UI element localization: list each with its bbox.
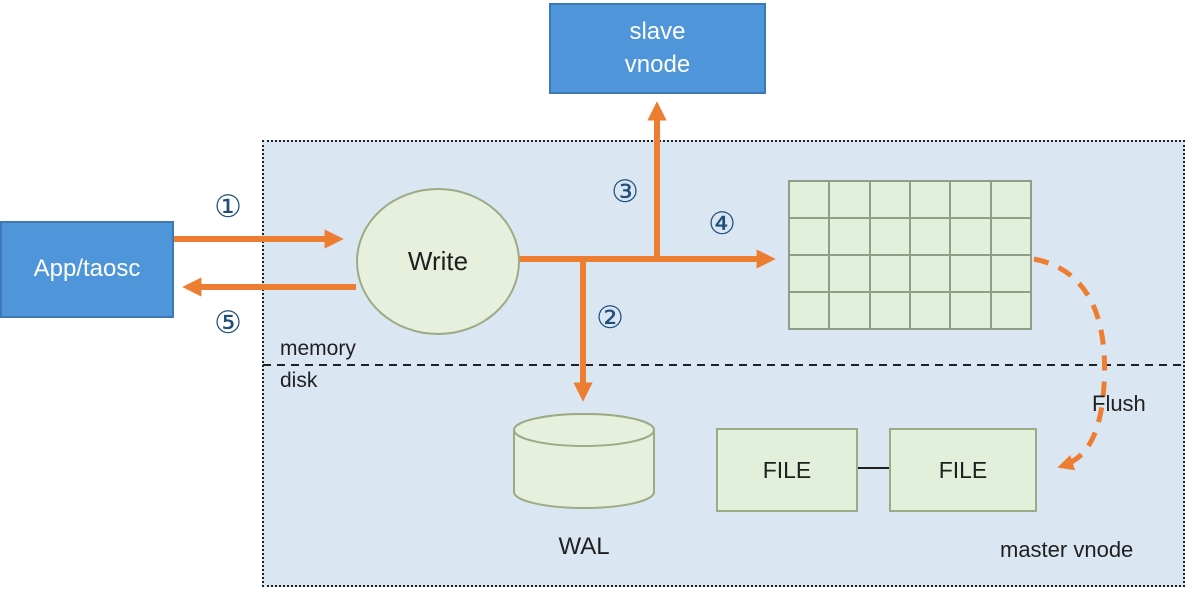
mem-table-grid (788, 180, 1032, 330)
mem-table-cell (789, 218, 830, 255)
step-2-badge: ② (596, 300, 624, 335)
mem-table-cell (829, 218, 870, 255)
mem-table-cell (869, 255, 910, 292)
app-taosc-label: App/taosc (33, 255, 141, 283)
mem-table-cell (990, 292, 1031, 329)
mem-table-cell (950, 255, 991, 292)
mem-table-cell (990, 255, 1031, 292)
memory-label: memory (280, 337, 356, 360)
mem-table-cell (909, 255, 951, 292)
mem-table-cell (789, 292, 830, 329)
mem-table-cell (950, 181, 991, 218)
step-1-badge: ① (214, 189, 242, 224)
mem-table-cell (909, 292, 951, 329)
mem-table-cell (990, 218, 1031, 255)
mem-table-cell (909, 218, 951, 255)
mem-table-cell (829, 255, 870, 292)
file-label: FILE (762, 456, 812, 483)
file-label: FILE (938, 456, 988, 483)
wal-cylinder (513, 413, 655, 509)
step-5-badge: ⑤ (214, 305, 242, 340)
file-box-2: FILE (889, 428, 1037, 512)
mem-table-cell (869, 292, 910, 329)
slave-vnode-box: slave vnode (549, 3, 766, 94)
slave-vnode-label: slave vnode (624, 18, 691, 78)
write-label: Write (407, 246, 469, 276)
mem-table-cell (829, 292, 870, 329)
step-3-badge: ③ (611, 174, 639, 209)
file-box-1: FILE (716, 428, 858, 512)
app-taosc-box: App/taosc (0, 221, 174, 318)
mem-table-cell (990, 181, 1031, 218)
master-vnode-label: master vnode (1000, 537, 1134, 562)
mem-table-cell (950, 292, 991, 329)
flush-label: Flush (1092, 391, 1146, 416)
disk-label: disk (280, 369, 318, 392)
mem-table-cell (869, 218, 910, 255)
mem-table-cell (909, 181, 951, 218)
mem-table-cell (829, 181, 870, 218)
mem-table-cell (789, 181, 830, 218)
write-ellipse: Write (356, 188, 520, 335)
mem-table-cell (950, 218, 991, 255)
wal-label: WAL (558, 533, 610, 560)
step-4-badge: ④ (708, 206, 736, 241)
mem-table-cell (789, 255, 830, 292)
mem-table-cell (869, 181, 910, 218)
